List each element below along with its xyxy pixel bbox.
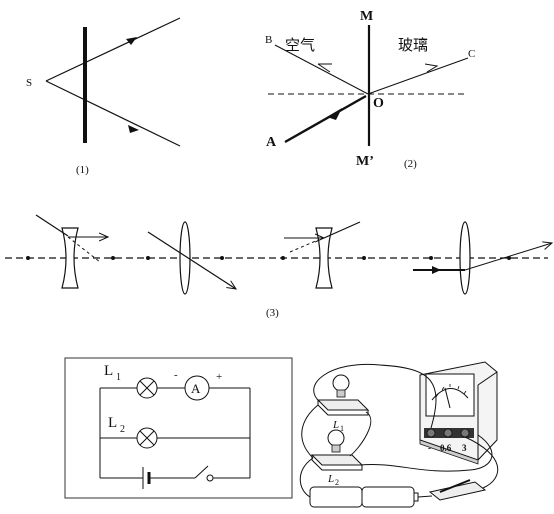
l1-subscript: 1 — [116, 372, 121, 383]
terminal-3-label: 3 — [462, 443, 467, 453]
ray-ob-arrow — [317, 63, 332, 73]
ray-oc-arrow — [424, 63, 439, 73]
terminal-minus-label: - — [428, 443, 431, 453]
terminal-06-label: 0.6 — [440, 443, 452, 453]
lens4-focus-right — [507, 256, 511, 260]
terminal-minus-knob — [426, 428, 436, 438]
circuit-frame — [64, 357, 293, 499]
bulb-1-subscript: 1 — [340, 424, 344, 433]
lens4-incident-arrowhead — [432, 266, 441, 274]
ammeter-scale — [431, 388, 469, 401]
medium-glass-label: 玻璃 — [398, 36, 428, 54]
switch-contact — [206, 474, 214, 482]
concave-lens-1 — [61, 227, 79, 289]
wire-bulb1-bulb2-left — [301, 404, 319, 459]
bulb-1-glass — [332, 374, 350, 392]
bulb-2-glass — [327, 429, 345, 447]
wire-bulb2-ammeter — [359, 434, 493, 472]
l1-label: L — [104, 363, 113, 379]
lens3-dashed-ray — [289, 239, 319, 253]
ammeter-bottom — [419, 439, 479, 465]
point-s-label: S — [26, 77, 32, 89]
lamp-l2-cross — [139, 430, 155, 446]
concave-lens-3 — [315, 227, 333, 289]
ray-ob — [274, 44, 369, 95]
label-c: C — [468, 48, 475, 60]
physical-switch-base — [428, 481, 487, 501]
incident-ray — [284, 94, 367, 144]
bulb-2-subscript: 2 — [335, 478, 339, 487]
terminal-3-knob — [460, 428, 470, 438]
convex-lens-2 — [179, 221, 191, 295]
bulb-2-label: L — [327, 473, 334, 485]
ammeter-edge — [477, 371, 498, 460]
lens2-focus-right — [220, 256, 224, 260]
bulb-1-socket — [336, 389, 346, 398]
convex-lens-4 — [459, 221, 471, 295]
ray-lower — [45, 80, 181, 147]
label-m-top: M — [360, 9, 373, 24]
physical-apparatus: L 1 L 2 - 0.6 3 — [299, 361, 499, 508]
terminal-06-knob — [443, 428, 453, 438]
figure-2-caption: (2) — [404, 158, 417, 170]
circuit-diagram: A - + L 1 L 2 — [64, 357, 293, 499]
arrowhead-upper — [126, 37, 137, 45]
battery-2 — [361, 486, 415, 508]
wire-bulb1-bulb2 — [349, 411, 372, 457]
ray-oc — [367, 57, 469, 95]
lens1-incident-ray — [35, 214, 69, 237]
ammeter-letter: A — [191, 381, 201, 396]
arrowhead-lower — [128, 125, 139, 133]
label-m-bottom: M’ — [356, 154, 374, 169]
lens1-focus-left — [26, 256, 30, 260]
physical-switch-lever — [439, 479, 471, 493]
lens3-focus-left — [281, 256, 285, 260]
battery-cap — [413, 492, 419, 502]
label-b: B — [265, 34, 272, 46]
lens4-focus-left — [429, 256, 433, 260]
battery-1 — [309, 486, 363, 508]
figure-3-caption: (3) — [266, 307, 279, 319]
ammeter-minus: - — [174, 369, 178, 381]
figure-3: (3) — [5, 214, 552, 319]
l2-subscript: 2 — [120, 424, 125, 435]
lens1-focus-right — [111, 256, 115, 260]
bulb-1-base — [316, 399, 370, 411]
label-o: O — [373, 96, 384, 111]
lamp-l1-cross — [139, 380, 155, 396]
ammeter-ticks — [435, 384, 467, 398]
label-a: A — [266, 135, 277, 150]
wire-battery-switch — [417, 495, 433, 498]
wire-bulb1-ammeter — [313, 363, 437, 429]
ray-upper — [45, 17, 181, 82]
bulb-1-label: L — [332, 419, 339, 431]
ammeter-needle — [444, 387, 451, 409]
lens2-focus-left — [146, 256, 150, 260]
l2-label: L — [108, 415, 117, 431]
bulb-2-base — [310, 454, 364, 466]
wire-switch-ammeter — [464, 436, 499, 489]
switch-blade — [194, 465, 209, 479]
figure-2: M M’ B C O A 空气 玻璃 (2) — [265, 9, 475, 170]
ammeter-plus: + — [216, 371, 222, 383]
lens2-ray — [147, 231, 236, 289]
ammeter-dial — [425, 373, 475, 417]
bulb-2-socket — [331, 444, 341, 453]
figure-1-caption: (1) — [76, 164, 89, 176]
incident-arrowhead — [327, 108, 342, 120]
lens3-focus-right — [362, 256, 366, 260]
wire-bulb2-battery — [299, 457, 314, 498]
lens1-dashed-ray — [67, 236, 101, 263]
medium-air-label: 空气 — [285, 36, 315, 54]
figure-1: S (1) — [26, 17, 181, 176]
lens3-exit-ray — [323, 221, 361, 239]
